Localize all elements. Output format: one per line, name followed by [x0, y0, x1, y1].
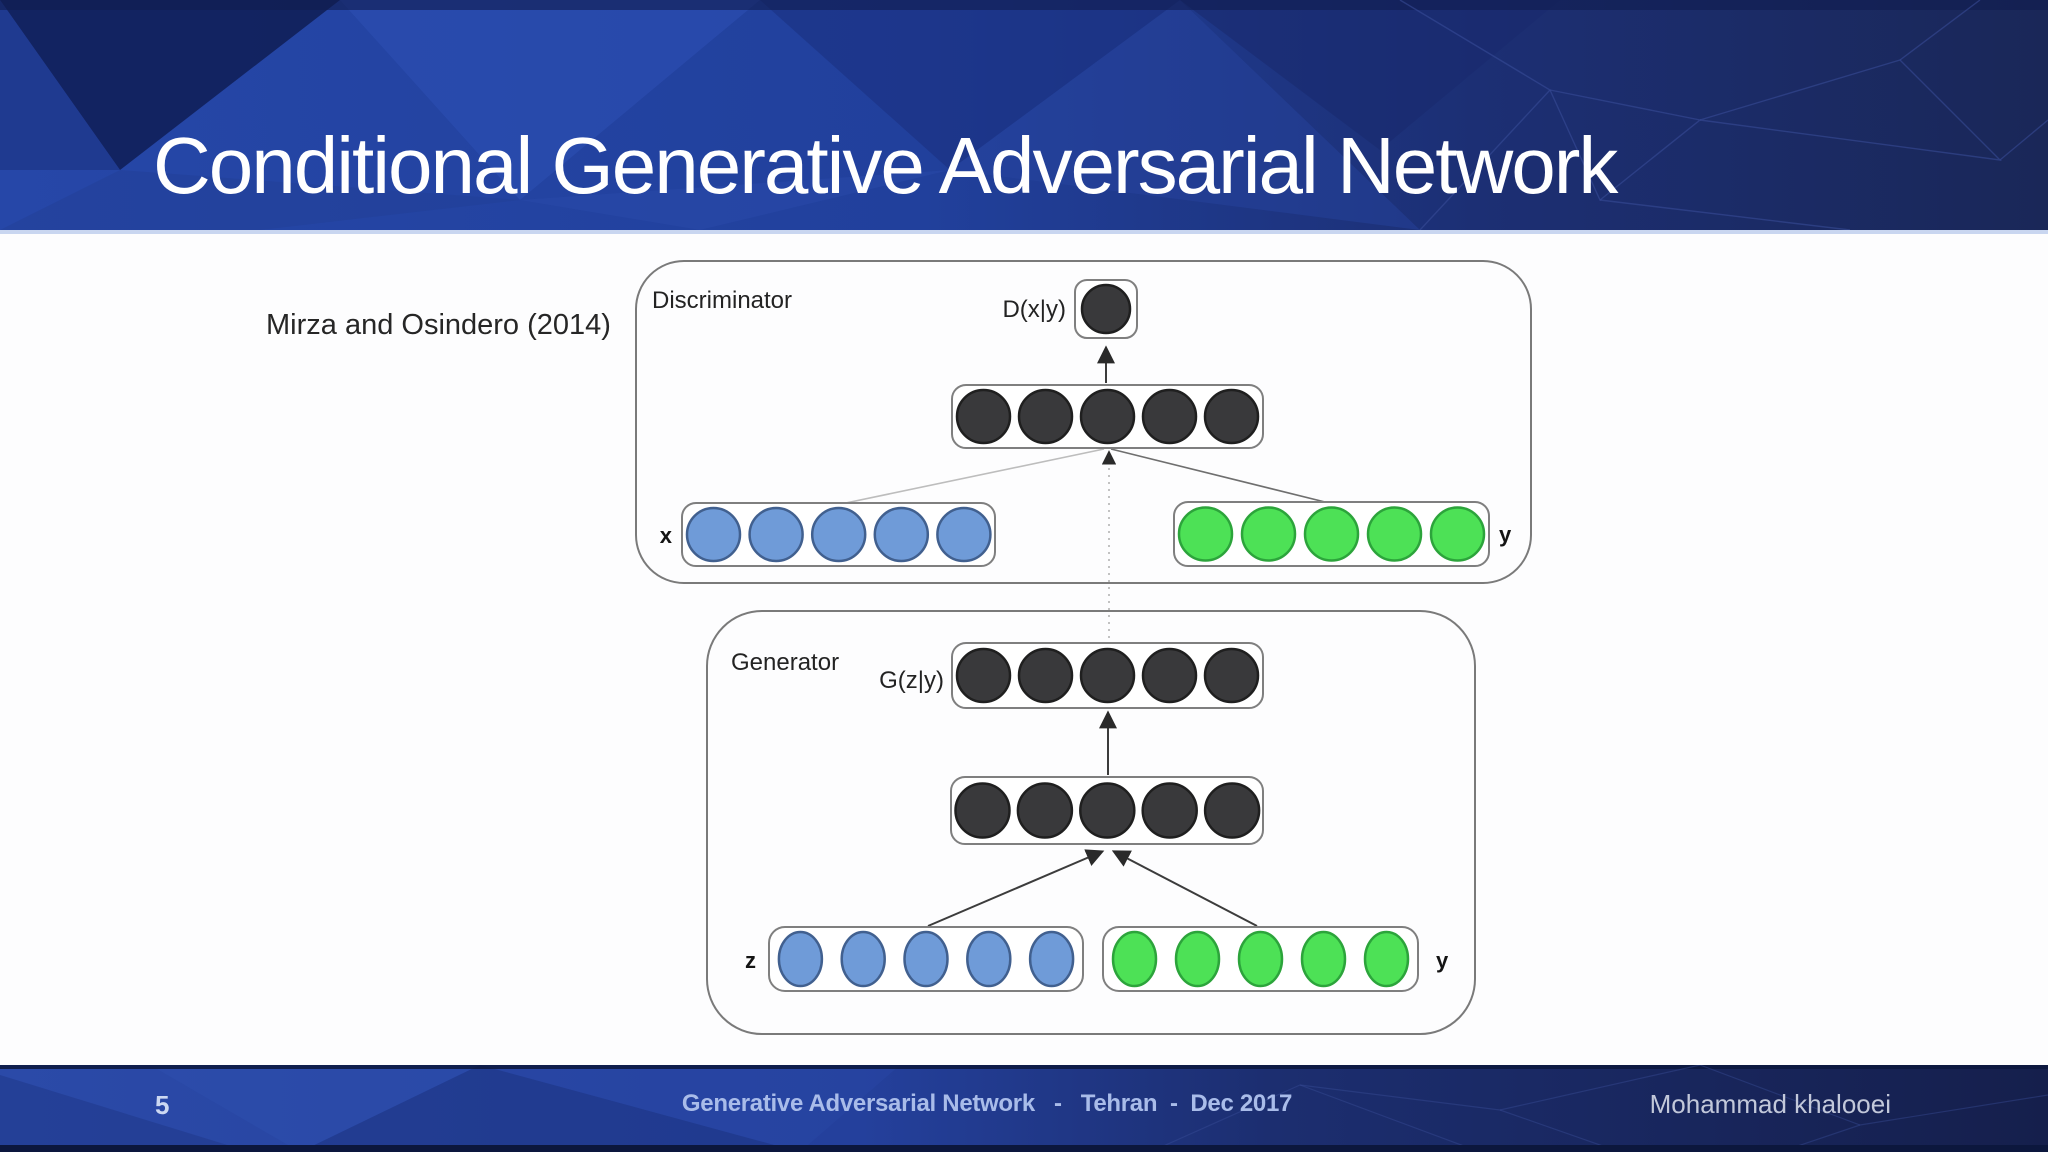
unit-circle	[1203, 388, 1260, 445]
discriminator-y-units	[1177, 506, 1486, 562]
footer-center-text: Generative Adversarial Network - Tehran …	[681, 1090, 1293, 1117]
footer	[0, 1065, 2048, 1152]
y-condition-label-discriminator: y	[1499, 522, 1512, 547]
unit-circle	[1141, 782, 1198, 839]
unit-circle	[955, 647, 1012, 704]
generator-y-units	[1111, 930, 1410, 988]
unit-circle	[1079, 388, 1136, 445]
unit-circle	[748, 506, 804, 563]
discriminator-output-units	[1080, 283, 1132, 335]
generator-z-units	[777, 930, 1075, 988]
discriminator-output-label: D(x|y)	[1002, 296, 1066, 323]
z-input-label: z	[745, 948, 756, 973]
discriminator-label: Discriminator	[652, 287, 792, 314]
unit-circle	[1017, 388, 1074, 445]
unit-circle	[1079, 647, 1136, 704]
discriminator-box	[635, 260, 1532, 584]
citation-text: Mirza and Osindero (2014)	[266, 309, 611, 341]
page-number: 5	[155, 1090, 170, 1120]
unit-circle	[685, 506, 742, 563]
x-input-label: x	[660, 523, 673, 548]
footer-author: Mohammad khalooei	[1649, 1089, 1891, 1119]
connection-hidden-to-y	[1110, 448, 1330, 504]
unit-circle	[1203, 647, 1260, 704]
unit-circle	[1303, 506, 1360, 562]
unit-circle	[777, 930, 824, 988]
unit-circle	[840, 930, 886, 988]
unit-circle	[1016, 782, 1074, 839]
discriminator-hidden-units	[955, 388, 1260, 445]
unit-circle	[955, 388, 1012, 445]
unit-circle	[1141, 388, 1198, 445]
unit-circle	[1174, 930, 1221, 988]
unit-circle	[1141, 647, 1198, 704]
unit-circle	[1429, 506, 1486, 562]
arrow-z-to-hidden	[927, 849, 1105, 927]
y-condition-label-generator: y	[1436, 948, 1449, 973]
unit-circle	[1017, 647, 1074, 704]
generator-box	[706, 610, 1476, 1035]
unit-circle	[1080, 283, 1132, 335]
slide-title: Conditional Generative Adversarial Netwo…	[153, 120, 1618, 210]
generator-label: Generator	[731, 649, 839, 676]
unit-circle	[936, 506, 992, 563]
unit-circle	[1079, 782, 1136, 839]
unit-circle	[1363, 930, 1410, 988]
unit-circle	[903, 930, 949, 988]
generator-hidden-units	[954, 782, 1261, 839]
unit-circle	[1203, 782, 1261, 839]
footer-background	[0, 1065, 2048, 1152]
connection-hidden-to-x	[840, 448, 1105, 505]
header-background	[0, 0, 2048, 230]
unit-circle	[966, 930, 1012, 988]
unit-circle	[1111, 930, 1158, 988]
unit-circle	[1366, 506, 1423, 562]
unit-circle	[1237, 930, 1284, 988]
discriminator-group: Discriminator D(x|y) x y	[635, 260, 1532, 584]
generator-output-units	[955, 647, 1260, 704]
unit-circle	[873, 506, 930, 563]
unit-circle	[810, 506, 867, 563]
unit-circle	[1177, 506, 1234, 562]
unit-circle	[1028, 930, 1075, 988]
header: Conditional Generative Adversarial Netwo…	[0, 0, 2048, 234]
generator-group: Generator G(z|y) z y	[706, 610, 1476, 1035]
unit-circle	[1300, 930, 1347, 988]
generator-output-label: G(z|y)	[879, 667, 944, 694]
unit-circle	[1240, 506, 1297, 562]
arrow-y-to-hidden	[1111, 850, 1258, 927]
discriminator-x-units	[685, 506, 992, 563]
unit-circle	[954, 782, 1011, 839]
